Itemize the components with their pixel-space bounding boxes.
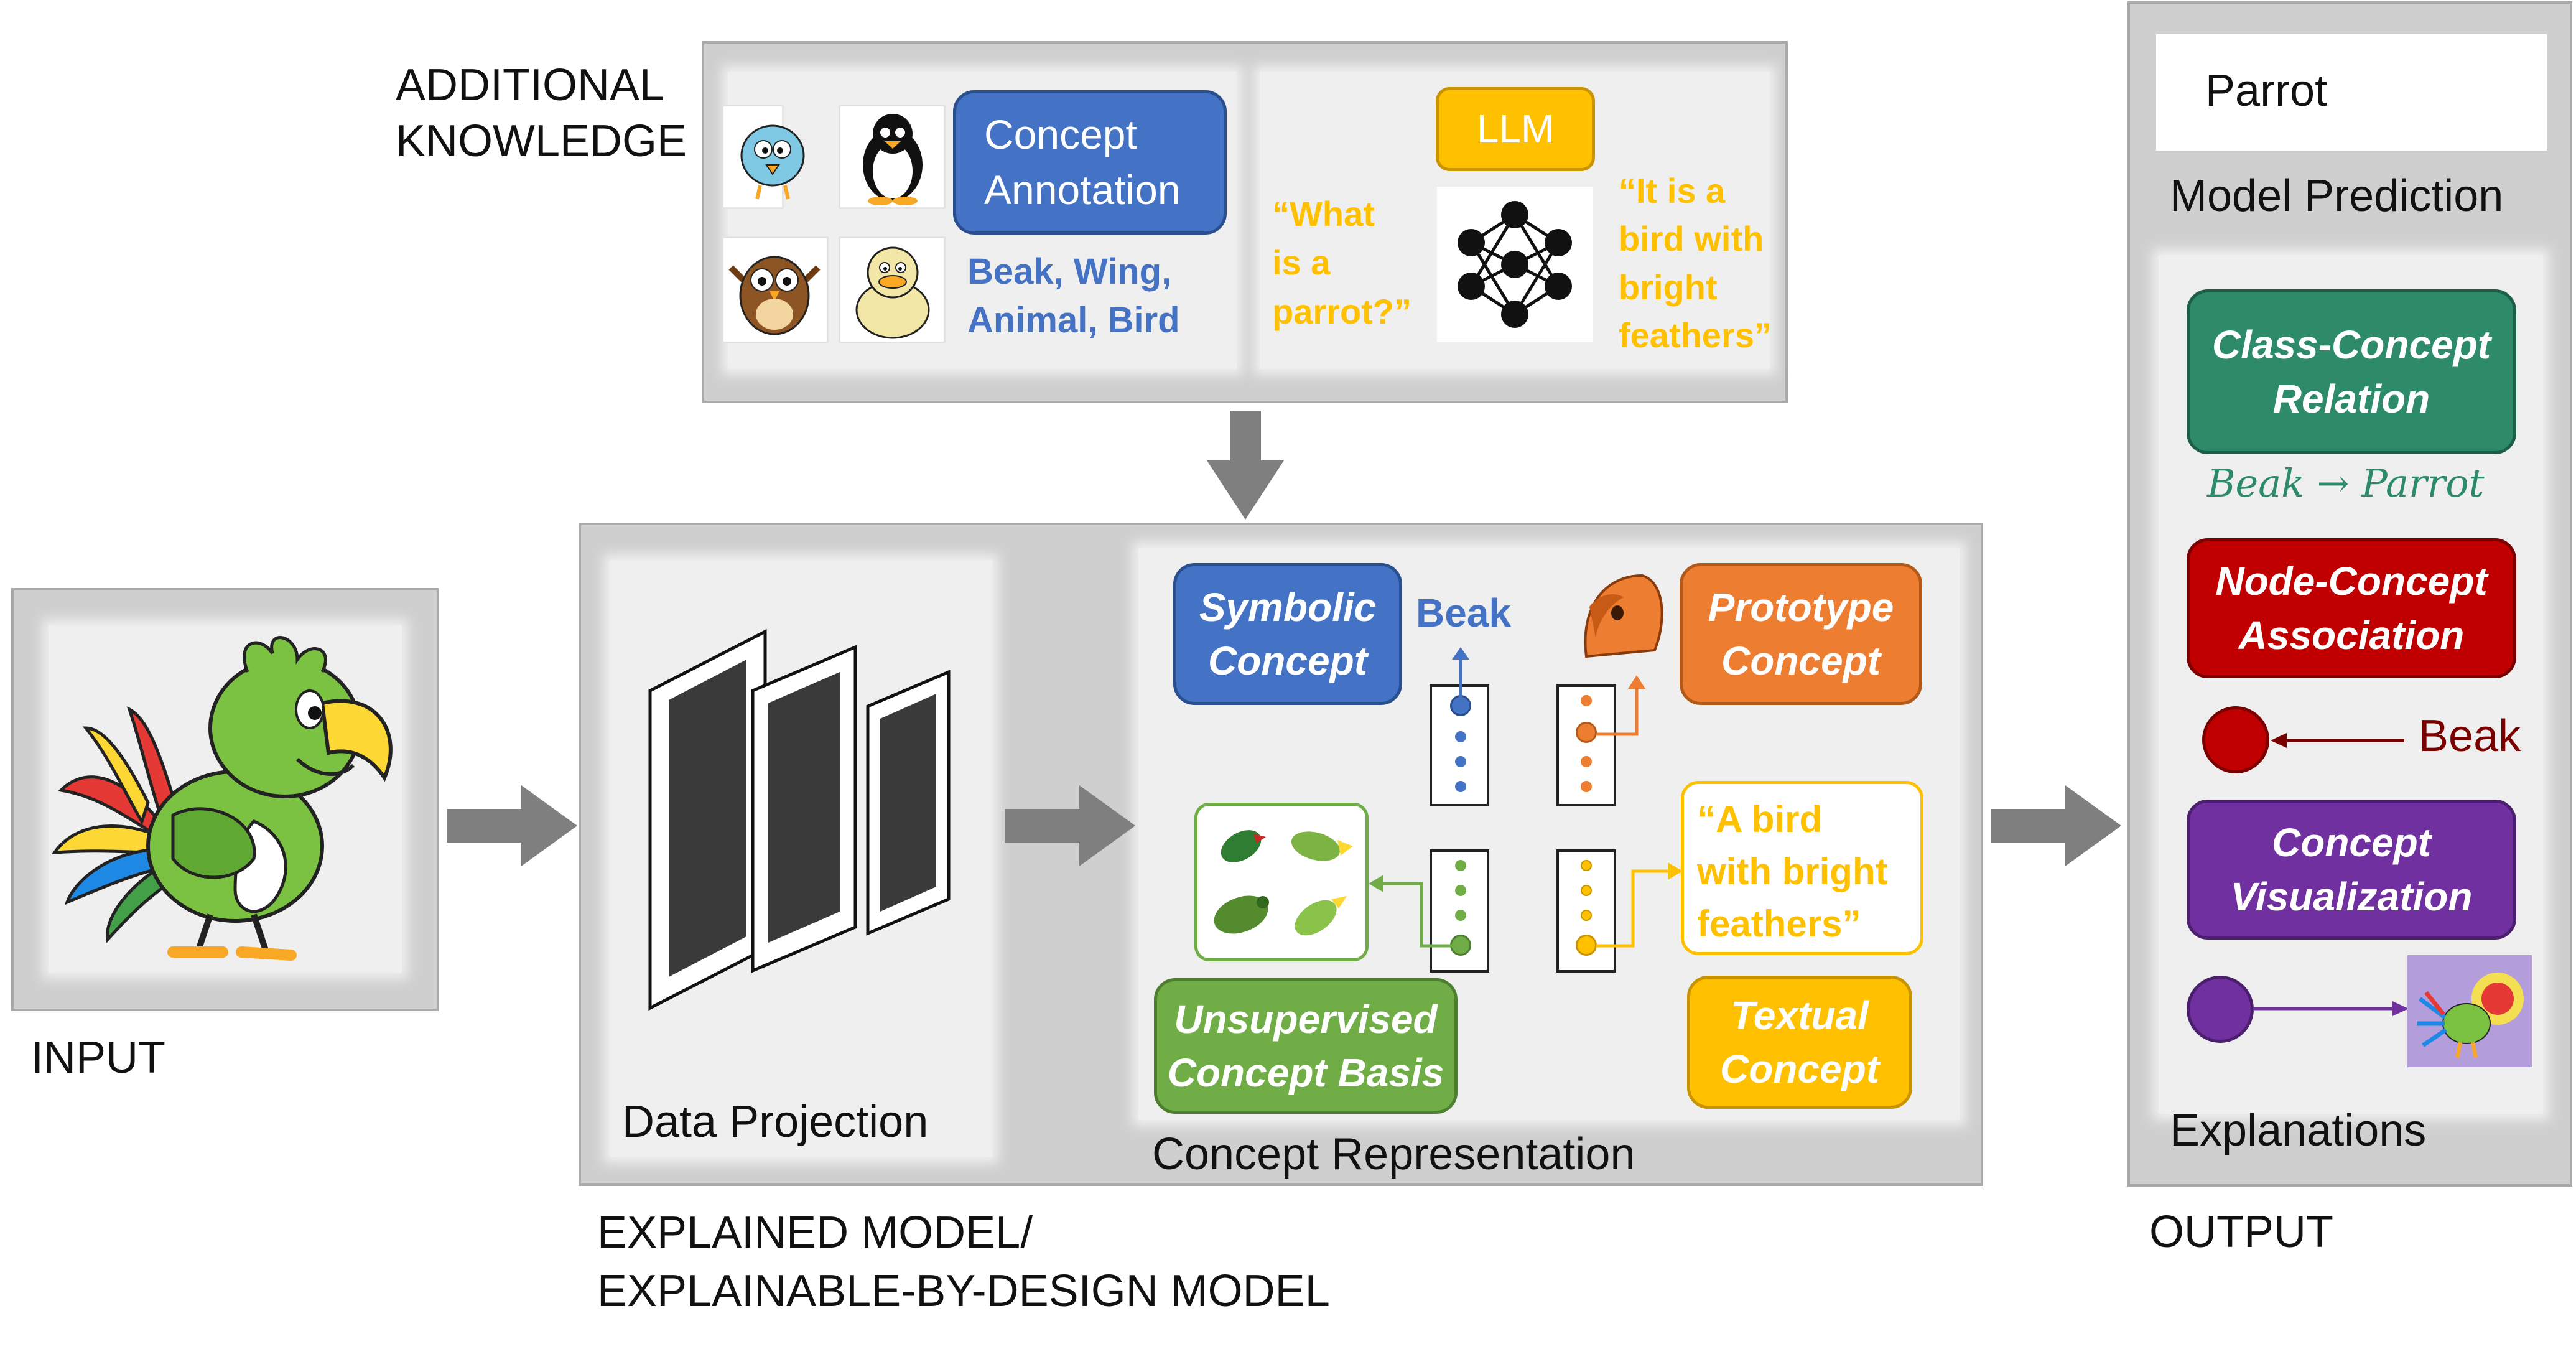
- llm-answer: “It is a bird with bright feathers”: [1619, 171, 1772, 355]
- concept-visualization-box: Concept Visualization: [2187, 800, 2516, 940]
- penguin-icon: [863, 114, 923, 205]
- textual-node: [1581, 885, 1592, 896]
- symbolic-up-arrow: [1452, 647, 1469, 697]
- symbolic-node: [1455, 731, 1466, 742]
- concept-annotation-box: Concept Annotation: [953, 90, 1227, 235]
- association-arrow: [2271, 733, 2404, 748]
- association-node-label: Beak: [2419, 711, 2521, 761]
- parrot-cluster-icons: [1214, 830, 1353, 936]
- prototype-active-node: [1576, 722, 1597, 743]
- prototype-concept-box: Prototype Concept: [1680, 563, 1922, 705]
- prediction-value: Parrot: [2205, 66, 2328, 116]
- knowledge-down-arrow: [1207, 411, 1284, 520]
- additional-knowledge-label: ADDITIONAL KNOWLEDGE: [396, 60, 687, 166]
- model-prediction-label: Model Prediction: [2170, 171, 2504, 221]
- unsupervised-node: [1455, 885, 1466, 896]
- unsupervised-concept-box: Unsupervised Concept Basis: [1154, 978, 1458, 1114]
- textual-active-node: [1576, 935, 1597, 956]
- symbolic-concept-box: Symbolic Concept: [1173, 563, 1402, 705]
- prototype-connector-arrow: [1596, 675, 1645, 736]
- visualization-arrow: [2253, 1001, 2409, 1016]
- prototype-node: [1581, 695, 1592, 706]
- textual-concept-box: Textual Concept: [1687, 976, 1912, 1109]
- explanations-label: Explanations: [2170, 1106, 2427, 1155]
- input-label: INPUT: [31, 1033, 165, 1083]
- concept-representation-label: Concept Representation: [1152, 1129, 1635, 1179]
- association-node-icon: [2202, 706, 2269, 773]
- prototype-node: [1581, 756, 1592, 767]
- unsupervised-node: [1455, 860, 1466, 871]
- unsupervised-node: [1455, 910, 1466, 921]
- tweety-bird-drawing: [740, 124, 805, 200]
- prototype-node: [1581, 781, 1592, 792]
- class-concept-relation-box: Class-Concept Relation: [2187, 289, 2516, 454]
- duck-icon: [855, 246, 930, 339]
- parrot-head-prototype: [1584, 574, 1663, 658]
- visualization-node-icon: [2187, 976, 2254, 1043]
- model-to-output-arrow: [1991, 785, 2121, 866]
- parrot-cluster-frame: [1194, 803, 1369, 961]
- textual-concept-output: “A bird with bright feathers”: [1697, 798, 1888, 945]
- symbolic-active-node: [1450, 695, 1471, 716]
- symbolic-node: [1455, 781, 1466, 792]
- projection-to-concept-arrow: [1005, 785, 1135, 866]
- neural-network-icon: [1458, 201, 1572, 328]
- owl-icon: [728, 256, 821, 335]
- data-projection-layers: [648, 628, 951, 1011]
- data-projection-label: Data Projection: [622, 1097, 929, 1147]
- llm-question: “What is a parrot?”: [1272, 194, 1411, 331]
- relation-formula: Beak → Parrot: [2207, 460, 2485, 506]
- prediction-box: [2156, 34, 2547, 151]
- textual-node: [1581, 860, 1592, 871]
- llm-box: LLM: [1436, 87, 1595, 171]
- annotation-tags: Beak, Wing, Animal, Bird: [967, 251, 1180, 341]
- unsupervised-connector-arrow: [1369, 875, 1456, 948]
- output-label: OUTPUT: [2149, 1207, 2333, 1257]
- symbolic-node: [1455, 756, 1466, 767]
- explained-model-label: EXPLAINED MODEL/ EXPLAINABLE-BY-DESIGN M…: [597, 1208, 1330, 1316]
- textual-node: [1581, 910, 1592, 921]
- textual-connector-arrow: [1596, 862, 1683, 948]
- input-to-model-arrow: [447, 785, 577, 866]
- textual-concept-output-box: [1681, 781, 1923, 955]
- symbolic-concept-output: Beak: [1416, 590, 1511, 635]
- concept-heatmap-image: [2407, 955, 2532, 1067]
- node-concept-association-box: Node-Concept Association: [2187, 538, 2516, 678]
- parrot-image: [52, 636, 393, 961]
